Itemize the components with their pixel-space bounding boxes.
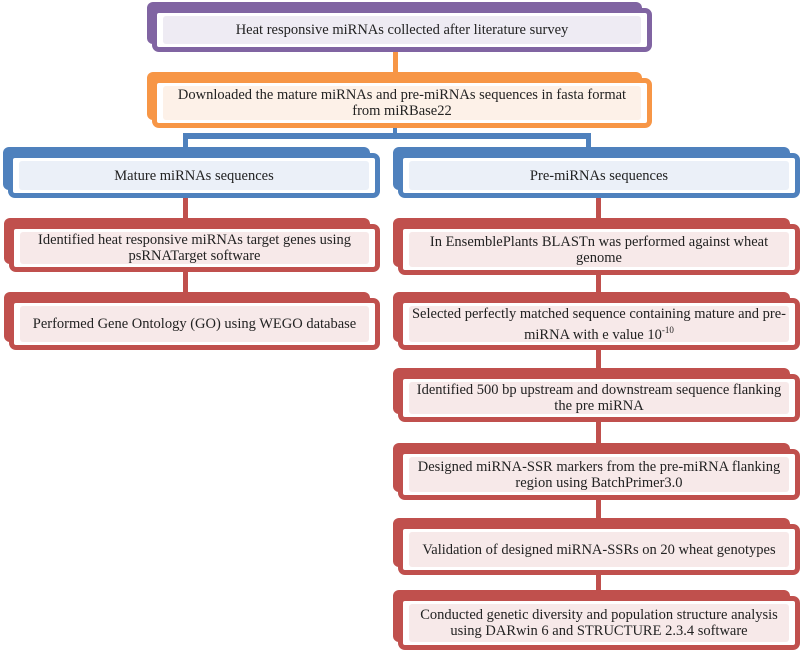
- pre-header: Pre-miRNAs sequences: [393, 147, 800, 198]
- left-step-target-genes: Identified heat responsive miRNAs target…: [4, 218, 380, 272]
- connector-2-branch: [393, 128, 397, 136]
- connector-1-2: [393, 52, 398, 74]
- branch-left-drop: [183, 133, 188, 149]
- branch-right-drop: [586, 133, 591, 149]
- right-step-design-ssr: Designed miRNA-SSR markers from the pre-…: [393, 443, 800, 500]
- mature-header: Mature miRNAs sequences: [3, 147, 380, 198]
- right-step-blastn: In EnsemblePlants BLASTn was performed a…: [393, 218, 800, 275]
- connector-right: [596, 500, 601, 520]
- right-step-select: Selected perfectly matched sequence cont…: [393, 292, 800, 350]
- right-step-flanking: Identified 500 bp upstream and downstrea…: [393, 368, 800, 422]
- connector-right: [596, 575, 601, 592]
- step-download-mirbase: Downloaded the mature miRNAs and pre-miR…: [147, 72, 652, 128]
- right-step-validation: Validation of designed miRNA-SSRs on 20 …: [393, 518, 800, 575]
- connector-right: [596, 350, 601, 370]
- branch-bar: [183, 133, 591, 139]
- connector-right: [596, 275, 601, 294]
- connector-left: [183, 198, 188, 222]
- connector-left: [183, 270, 188, 294]
- right-step-diversity: Conducted genetic diversity and populati…: [393, 590, 800, 650]
- connector-right: [596, 198, 601, 222]
- connector-right: [596, 422, 601, 445]
- step-literature-survey: Heat responsive miRNAs collected after l…: [147, 2, 652, 52]
- left-step-go: Performed Gene Ontology (GO) using WEGO …: [4, 292, 380, 350]
